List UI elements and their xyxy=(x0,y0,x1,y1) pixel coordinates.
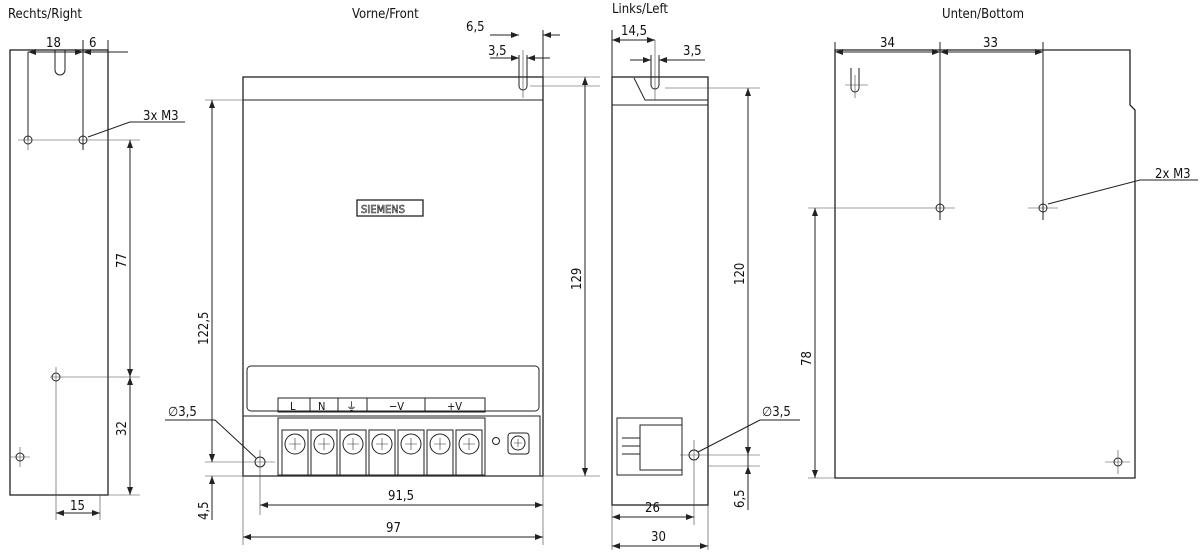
siemens-logo xyxy=(356,199,424,217)
dim-34: 34 xyxy=(880,36,895,51)
title-right: Rechts/Right xyxy=(8,7,82,22)
dim-129: 129 xyxy=(570,268,585,290)
dim-14-5: 14,5 xyxy=(621,24,647,39)
title-bottom: Unten/Bottom xyxy=(942,7,1024,22)
bottom-view: 34 33 78 2x M3 xyxy=(800,36,1198,479)
dim-4-5: 4,5 xyxy=(197,501,212,520)
dim-33: 33 xyxy=(983,36,998,51)
terminal-label-minus-v: −V xyxy=(389,400,404,413)
dim-120: 120 xyxy=(733,263,748,285)
label-3x-m3: 3x M3 xyxy=(143,109,179,124)
terminal-label-plus-v: +V xyxy=(447,400,462,413)
dim-91-5: 91,5 xyxy=(388,489,414,504)
dim-15: 15 xyxy=(70,499,85,514)
dim-122-5: 122,5 xyxy=(197,312,212,345)
dim-6: 6 xyxy=(89,36,96,51)
dim-97: 97 xyxy=(386,521,401,536)
dim-78: 78 xyxy=(800,351,815,366)
front-view: 6,5 3,5 SIEMENS L N ⏚ −V +V 122,5 4,5 12… xyxy=(165,20,600,545)
terminal-label-l: L xyxy=(290,400,296,413)
dim-77: 77 xyxy=(115,253,130,268)
siemens-logo-text: SIEMENS xyxy=(361,203,405,216)
label-hole-diameter: ∅3,5 xyxy=(168,405,197,420)
terminal-label-n: N xyxy=(318,400,325,413)
label-hole-diameter: ∅3,5 xyxy=(762,405,791,420)
title-left: Links/Left xyxy=(612,2,668,17)
left-view: 14,5 3,5 120 6,5 26 30 ∅3,5 xyxy=(611,24,800,550)
dim-32: 32 xyxy=(115,421,130,436)
dim-3-5: 3,5 xyxy=(488,44,507,59)
voltage-potentiometer xyxy=(507,432,530,455)
dim-6-5: 6,5 xyxy=(733,489,748,508)
dim-6-5: 6,5 xyxy=(466,20,485,35)
title-front: Vorne/Front xyxy=(352,7,419,22)
dim-26: 26 xyxy=(645,501,660,516)
right-view: 18 6 77 32 15 3x M3 xyxy=(9,36,185,520)
label-2x-m3: 2x M3 xyxy=(1155,167,1191,182)
terminal-connector-side xyxy=(616,417,683,476)
dim-3-5: 3,5 xyxy=(683,44,702,59)
terminal-screws xyxy=(281,429,483,476)
led-indicator xyxy=(492,437,500,445)
terminal-label-earth: ⏚ xyxy=(346,400,357,413)
dim-18: 18 xyxy=(46,36,61,51)
dim-30: 30 xyxy=(651,530,666,545)
